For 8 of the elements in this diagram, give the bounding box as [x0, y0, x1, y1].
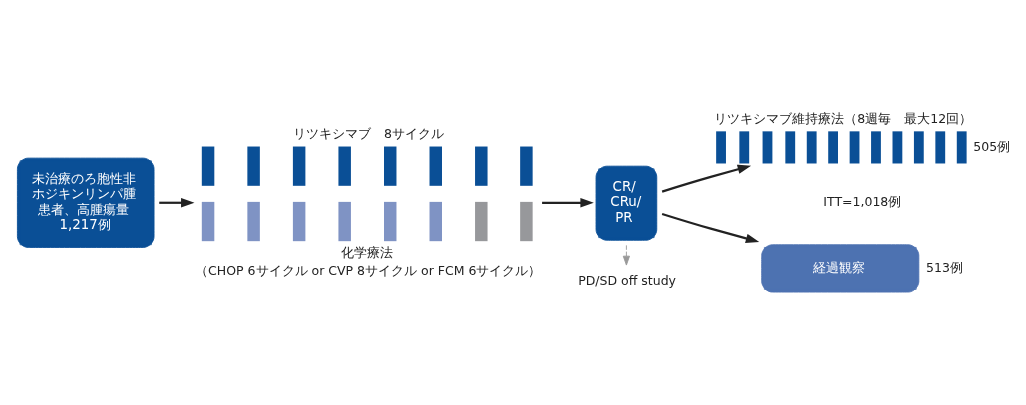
- node-label: 505例: [973, 138, 1011, 154]
- node-label: 化学療法: [341, 244, 394, 260]
- node-label: （CHOP 6サイクル or CVP 8サイクル or FCM 6サイクル）: [195, 262, 542, 278]
- label: ITT=1,018例: [823, 193, 902, 209]
- node-text: PD/SD off study: [578, 272, 676, 288]
- node-label: リツキシマブ 8サイクル: [292, 125, 444, 141]
- node-label: リツキシマブ維持療法（8週毎 最大12回）: [714, 110, 973, 126]
- node-label: 513例: [925, 259, 963, 275]
